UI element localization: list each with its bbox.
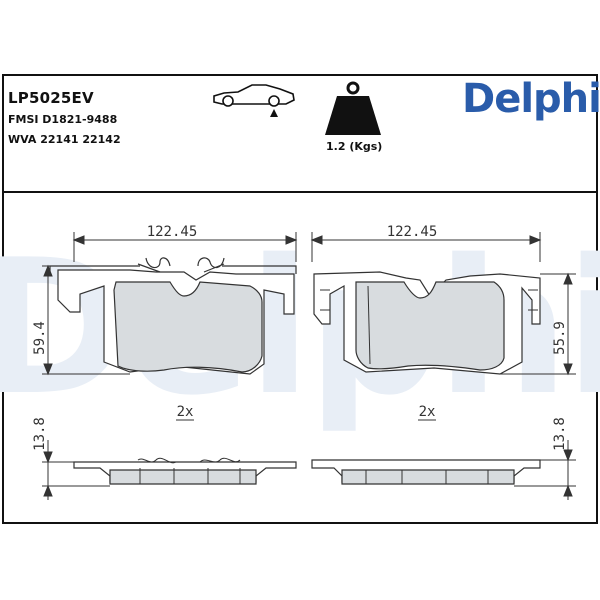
left-pad-side-view [73, 457, 297, 485]
wva-reference: WVA 22141 22142 [8, 133, 121, 146]
dimension-lines [42, 232, 576, 500]
right-height-label: 55.9 [552, 321, 568, 355]
sheet-frame [2, 74, 598, 524]
car-rear-axle-icon [213, 84, 295, 117]
left-width-label: 122.45 [147, 224, 198, 240]
brand-logo: Delphi [462, 76, 600, 122]
right-quantity-label: 2x [419, 404, 436, 420]
header-divider [2, 191, 598, 193]
left-quantity-label: 2x [177, 404, 194, 420]
left-pad-front-view [49, 257, 297, 375]
left-thickness-label: 13.8 [32, 417, 48, 451]
right-thickness-label: 13.8 [552, 417, 568, 451]
fmsi-reference: FMSI D1821-9488 [8, 113, 118, 126]
weight-icon [325, 81, 381, 135]
right-width-label: 122.45 [387, 224, 438, 240]
weight-value: 1.2 (Kgs) [326, 140, 383, 153]
right-pad-front-view [313, 271, 541, 375]
left-height-label: 59.4 [32, 321, 48, 355]
part-number: LP5025EV [8, 89, 94, 107]
right-pad-side-view [311, 459, 541, 485]
